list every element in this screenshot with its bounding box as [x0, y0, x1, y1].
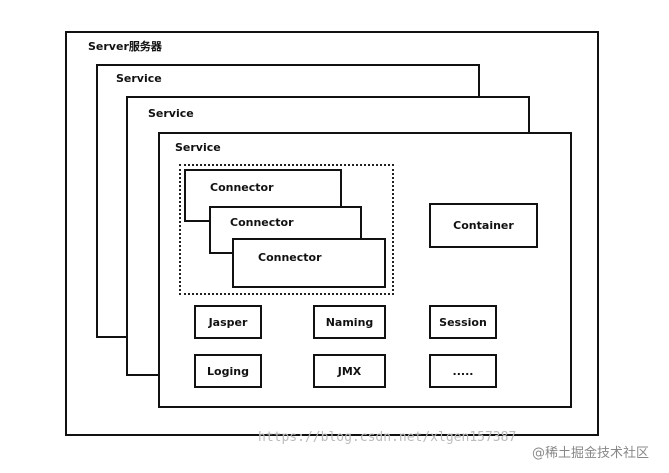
naming-box: Naming	[313, 305, 386, 339]
connector-box-3: Connector	[232, 238, 386, 288]
loging-box: Loging	[194, 354, 262, 388]
server-label: Server服务器	[88, 40, 162, 53]
service-label-3: Service	[175, 141, 221, 154]
connector-group	[179, 164, 394, 295]
jasper-box: Jasper	[194, 305, 262, 339]
ellipsis-box: .....	[429, 354, 497, 388]
jmx-box: JMX	[313, 354, 386, 388]
csdn-watermark: https://blog.csdn.net/xlgen157387	[258, 430, 517, 445]
session-box: Session	[429, 305, 497, 339]
container-box: Container	[429, 203, 538, 248]
community-watermark: @稀土掘金技术社区	[532, 446, 650, 461]
service-label-1: Service	[116, 72, 162, 85]
service-label-2: Service	[148, 107, 194, 120]
